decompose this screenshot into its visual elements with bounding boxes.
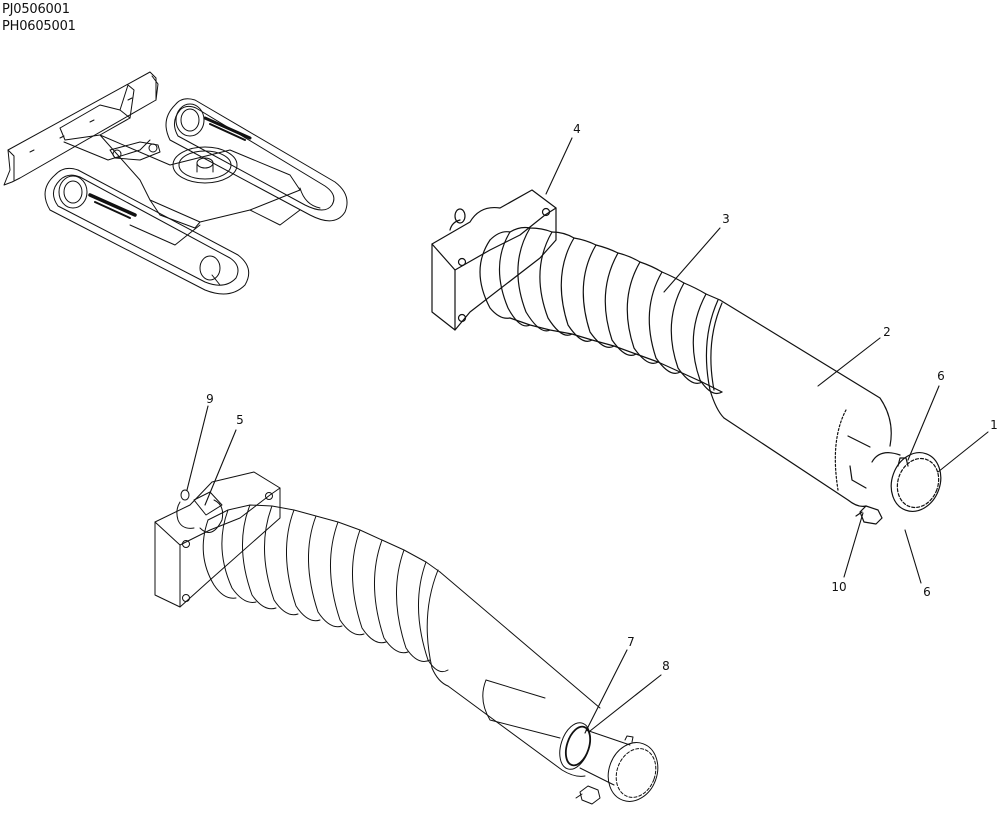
callout-10: 10 (831, 580, 847, 594)
callout-5: 5 (236, 413, 244, 427)
callout-1: 1 (990, 418, 998, 432)
callout-7: 7 (627, 635, 635, 649)
assembly-upper (431, 189, 942, 525)
undercarriage-overview (3, 71, 348, 295)
drawing-code-1: PJ0506001 (2, 2, 70, 17)
callout-8: 8 (662, 659, 670, 673)
cylinder-lower (426, 569, 659, 805)
leader-lines (186, 137, 989, 734)
callout-3: 3 (722, 212, 730, 226)
bellows-lower (202, 504, 449, 673)
callout-9: 9 (206, 392, 214, 406)
callout-2: 2 (883, 325, 891, 339)
callout-4: 4 (573, 122, 581, 136)
callout-6-bottom: 6 (923, 585, 931, 599)
drawing-codes: PJ0506001 PH0605001 (2, 1, 76, 35)
callout-6-top: 6 (937, 369, 945, 383)
drawing-code-2: PH0605001 (2, 19, 76, 34)
bellows-upper (479, 226, 723, 395)
cylinder-upper (705, 299, 942, 525)
assembly-lower (154, 471, 659, 805)
